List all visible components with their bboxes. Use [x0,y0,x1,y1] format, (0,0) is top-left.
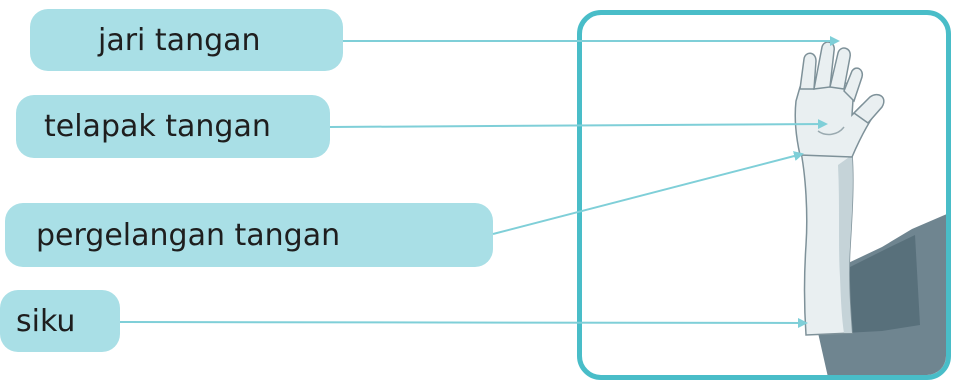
label-pergelangan-tangan-text: pergelangan tangan [36,217,341,253]
label-jari-tangan-text: jari tangan [98,22,261,58]
palm-crease [817,126,845,136]
label-pergelangan-tangan: pergelangan tangan [5,203,493,267]
label-siku: siku [0,290,120,352]
finger-ring [829,47,851,90]
label-telapak-tangan-text: telapak tangan [44,109,271,144]
sleeve-shade [844,235,920,333]
label-siku-text: siku [16,303,76,339]
forearm-shade [838,155,853,333]
label-jari-tangan: jari tangan [30,9,343,71]
arm-illustration [794,41,946,375]
label-telapak-tangan: telapak tangan [16,95,330,158]
arm-illustration-frame [577,10,951,380]
finger-thumb [852,93,885,125]
finger-index [799,52,817,90]
finger-little [843,67,864,103]
